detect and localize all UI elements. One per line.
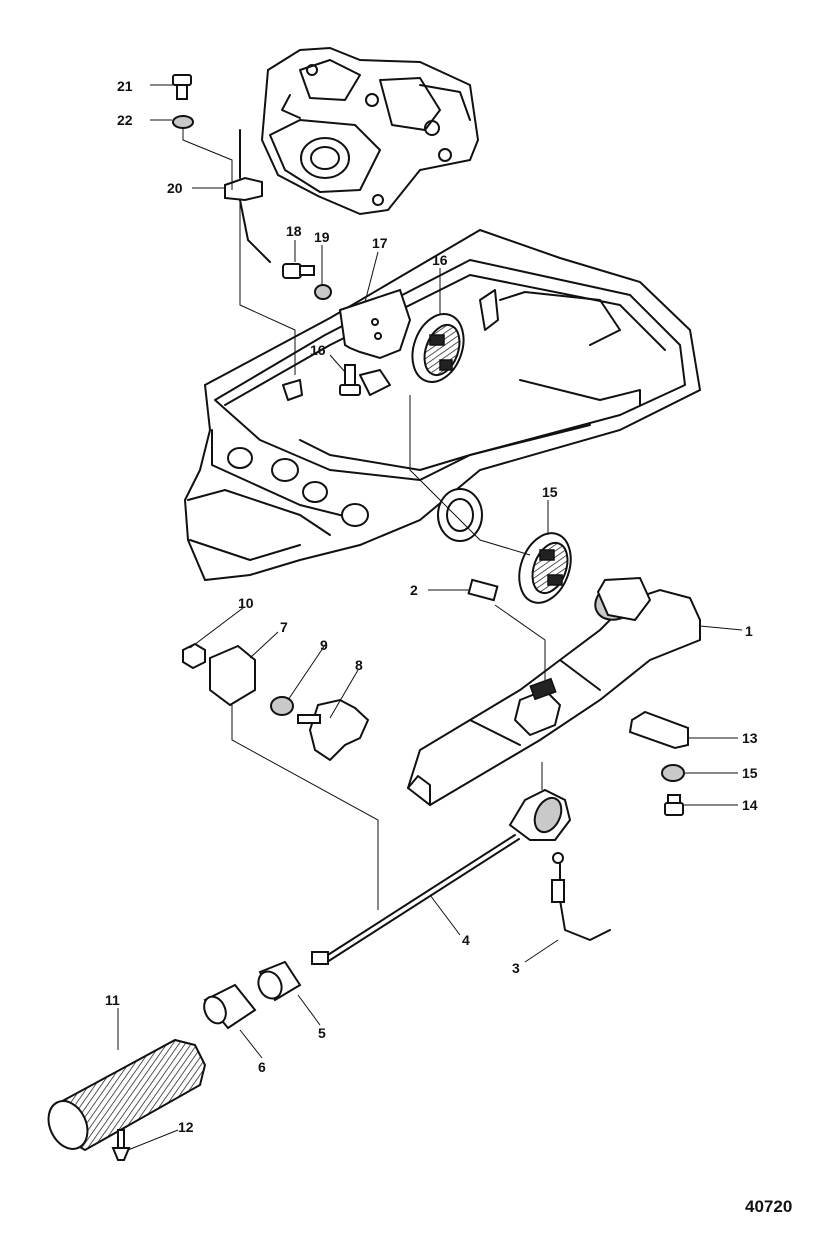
callout-14: 14: [742, 797, 758, 813]
callout-16-upper: 16: [432, 252, 448, 268]
throttle-cable-illustration: [311, 788, 611, 965]
callout-13: 13: [742, 730, 758, 746]
leader-lines: [117, 84, 743, 1151]
callout-12: 12: [178, 1119, 194, 1135]
callout-9: 9: [320, 637, 328, 653]
plate-13: [628, 710, 689, 750]
callout-19: 18: [286, 223, 302, 239]
knob-8: [297, 698, 370, 762]
callout-8: 8: [355, 657, 363, 673]
callout-1: 1: [745, 623, 753, 639]
plate-hole: [374, 332, 382, 340]
callout-10: 10: [238, 595, 254, 611]
fitting-17: [339, 364, 361, 396]
callout-6: 6: [258, 1059, 266, 1075]
callout-22: 21: [117, 78, 133, 94]
throttle-grip-illustration: [47, 1038, 207, 1152]
screw-12: [111, 1129, 131, 1161]
cam-plate-upper: [411, 313, 465, 383]
callout-2: 2: [410, 582, 418, 598]
clip-2: [467, 578, 499, 602]
callout-18: 17: [372, 235, 388, 251]
washer-15: [661, 764, 685, 782]
callout-20: 19: [314, 229, 330, 245]
callout-17: 16: [310, 342, 326, 358]
callout-5: 5: [318, 1025, 326, 1041]
carburetor-illustration: [260, 46, 480, 216]
washer-9: [270, 696, 294, 716]
callout-15: 15: [742, 765, 758, 781]
tiller-handle-illustration: [406, 576, 701, 807]
screw-14: [664, 794, 684, 816]
callout-16-lower: 15: [542, 484, 558, 500]
sleeve-6: [203, 983, 257, 1030]
clamp-21: [224, 129, 271, 263]
nut-10: [182, 642, 206, 670]
washer-23: [172, 115, 194, 129]
bushing-5: [257, 960, 302, 1002]
screw-19: [282, 263, 315, 279]
block-7: [209, 644, 256, 707]
plate-hole: [371, 318, 379, 326]
cam-plate-lower: [518, 532, 572, 604]
washer-20: [314, 284, 332, 300]
screw-22: [172, 74, 192, 100]
callout-21: 20: [167, 180, 183, 196]
callout-numbers: 21 22 20 18 19 17 16 16 15 2 1 10 7 9 8 …: [105, 78, 758, 1135]
callout-23: 22: [117, 112, 133, 128]
lower-cowl-illustration: [183, 228, 702, 582]
figure-number: 40720: [745, 1197, 792, 1216]
callout-7: 7: [280, 619, 288, 635]
callout-11: 11: [105, 992, 120, 1008]
callout-4: 4: [462, 932, 470, 948]
callout-3: 3: [512, 960, 520, 976]
